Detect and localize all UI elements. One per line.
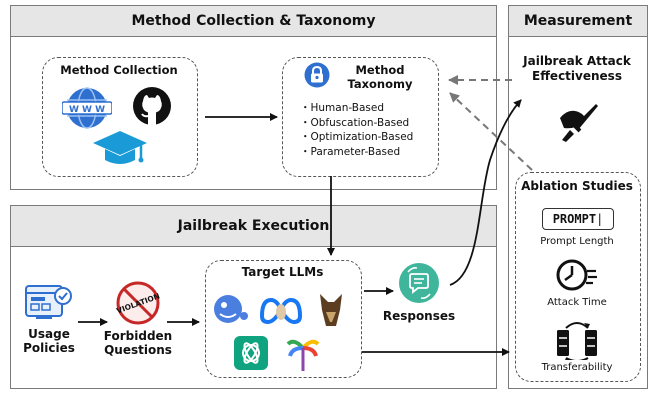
palm-tree-icon (286, 339, 320, 371)
method-taxonomy-title-line2: Taxonomy (347, 77, 413, 91)
usage-policies-label-line1: Usage (28, 327, 70, 341)
dashed-arrow-ablation-to-taxonomy (449, 92, 533, 171)
method-taxonomy-title-line1: Method (355, 63, 405, 77)
meta-llama-icon (259, 297, 303, 325)
ablation-item-label: Attack Time (547, 297, 607, 308)
responses-label: Responses (382, 309, 456, 323)
forbidden-questions-label-line2: Questions (104, 343, 172, 357)
prompt-icon: PROMPT| (542, 208, 614, 230)
panel-title-execution: Jailbreak Execution (11, 206, 496, 247)
taxonomy-item-list: ・Human-Based ・Obfuscation-Based ・Optimiz… (300, 101, 435, 159)
vicuna-logo-icon (214, 295, 248, 323)
lock-icon (304, 62, 330, 88)
globe-text: W W W (69, 105, 105, 115)
sword-shield-icon (560, 104, 598, 142)
panel-title-taxonomy: Method Collection & Taxonomy (11, 6, 496, 37)
ablation-item-label: Transferability (541, 362, 613, 373)
jailbreak-effectiveness-line2: Effectiveness (532, 69, 622, 83)
taxonomy-item: ・Obfuscation-Based (300, 116, 410, 129)
dog-logo-icon (320, 294, 342, 326)
target-llms-title: Target LLMs (241, 265, 324, 279)
usage-policies-label-line2: Policies (23, 341, 75, 355)
taxonomy-item: ・Optimization-Based (300, 131, 414, 143)
taxonomy-item: ・Human-Based (300, 102, 385, 114)
violation-stamp-icon: VIOLATION (115, 281, 161, 325)
clock-icon (556, 259, 597, 291)
panel-title-measurement: Measurement (509, 6, 647, 37)
graduation-cap-icon (93, 131, 147, 164)
taxonomy-item: ・Parameter-Based (300, 145, 401, 158)
github-icon (133, 87, 171, 125)
usage-policies-icon (25, 285, 72, 319)
method-collection-title: Method Collection (60, 63, 178, 77)
www-globe-icon: W W W (62, 87, 112, 129)
ablation-studies-title: Ablation Studies (521, 179, 633, 193)
openai-logo-icon (234, 336, 268, 370)
responses-icon (399, 263, 439, 303)
jailbreak-effectiveness-line1: Jailbreak Attack (523, 54, 631, 68)
forbidden-questions-label-line1: Forbidden (103, 329, 173, 343)
transfer-icon (557, 322, 597, 360)
ablation-item-label: Prompt Length (540, 236, 614, 247)
arrow-responses-to-effectiveness (449, 99, 522, 286)
